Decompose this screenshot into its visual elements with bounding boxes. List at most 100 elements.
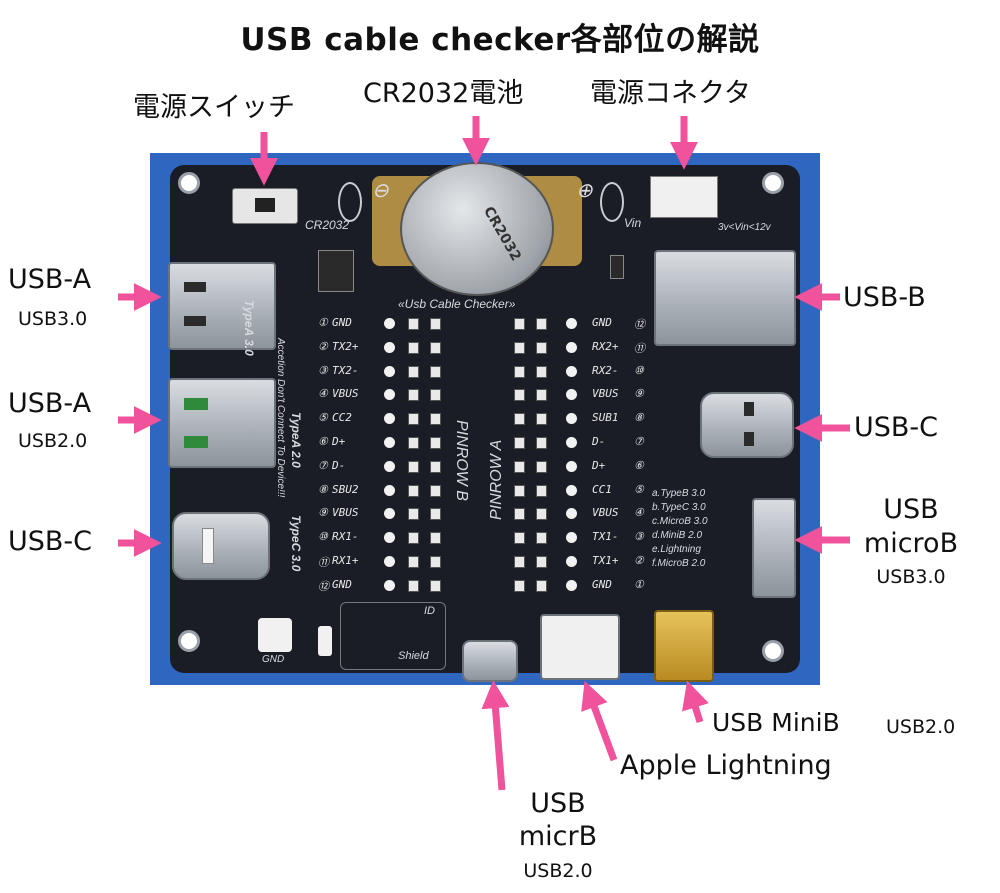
pin-row: ⑤ CC1 <box>508 483 658 499</box>
pin-label: SBU2 <box>332 482 359 496</box>
plus-mark: ⊕ <box>576 180 593 202</box>
pin-label: D- <box>332 458 346 472</box>
pin-resistor <box>430 508 441 521</box>
pin-led <box>566 413 577 425</box>
switch-knob <box>255 198 275 212</box>
power-switch <box>232 188 298 224</box>
pin-number: ⑥ <box>634 458 644 472</box>
pin-resistor <box>408 508 419 521</box>
pin-number: ⑥ <box>318 435 328 448</box>
pin-led <box>566 556 577 567</box>
pin-number: ⑩ <box>318 530 328 544</box>
port-pin <box>184 282 206 292</box>
label-usb-minib: USB MiniB <box>712 708 840 737</box>
pin-resistor <box>408 389 419 402</box>
pin-led <box>384 389 395 401</box>
pin-label: D+ <box>592 458 606 472</box>
pin-resistor <box>514 532 525 545</box>
pin-label: TX2- <box>332 363 359 377</box>
shield-silk: Shield <box>398 650 429 662</box>
pin-label: D- <box>592 435 606 448</box>
regulator-chip <box>318 250 354 292</box>
pin-resistor <box>514 389 525 402</box>
pin-resistor <box>430 532 441 545</box>
pin-led <box>384 365 395 377</box>
pin-label: VBUS <box>592 387 619 401</box>
pin-led <box>566 341 577 353</box>
legend-item: f.MicroB 2.0 <box>652 558 706 569</box>
pin-number: ⑨ <box>634 387 644 401</box>
legend-item: d.MiniB 2.0 <box>652 530 703 541</box>
pin-number: ③ <box>318 363 328 377</box>
id-silk: ID <box>424 605 435 617</box>
pin-row: ① GND <box>508 578 658 594</box>
pin-number: ⑩ <box>634 363 644 377</box>
pin-resistor <box>408 413 419 426</box>
pin-number: ⑤ <box>634 482 644 496</box>
label-usb-c-right: USB-C <box>854 412 939 443</box>
vin-range-silk: 3v<Vin<12v <box>718 222 771 233</box>
pin-resistor <box>514 579 525 592</box>
pin-resistor <box>408 437 419 449</box>
pin-number: ④ <box>318 387 328 401</box>
pin-label: SUB1 <box>592 411 619 425</box>
pin-resistor <box>408 460 419 473</box>
pin-resistor <box>514 318 525 330</box>
usb-micro2-port <box>462 640 518 682</box>
usb-c-left-port <box>172 512 270 580</box>
pin-number: ⑧ <box>318 482 328 496</box>
pin-label: D+ <box>332 435 346 448</box>
pin-led <box>566 365 577 377</box>
pin-resistor <box>430 484 441 497</box>
pin-resistor <box>536 460 547 473</box>
pin-resistor <box>408 484 419 497</box>
diode <box>610 255 624 279</box>
pin-resistor <box>408 318 419 330</box>
pin-label: RX2+ <box>592 339 619 353</box>
label-power-connector: 電源コネクタ <box>590 78 751 109</box>
pin-led <box>566 579 577 591</box>
pin-led <box>384 579 395 591</box>
pin-label: RX1- <box>332 530 359 544</box>
label-power-switch: 電源スイッチ <box>133 92 295 123</box>
pin-led <box>384 532 395 544</box>
pin-number: ① <box>634 577 644 591</box>
pin-number: ⑨ <box>318 506 328 520</box>
pin-led <box>566 484 577 496</box>
pin-row: ③ TX2- <box>318 364 458 380</box>
pin-label: GND <box>332 577 352 591</box>
legend-item: a.TypeB 3.0 <box>652 488 706 499</box>
pin-led <box>566 437 577 448</box>
usb-c-right-port <box>700 392 794 458</box>
pin-row: ⑨ VBUS <box>508 387 658 403</box>
label-usb-a-3-sub: USB3.0 <box>18 308 88 330</box>
arrow-lightning <box>581 680 618 762</box>
board-slot <box>338 182 362 222</box>
pin-resistor <box>430 556 441 568</box>
pin-led <box>566 532 577 544</box>
cr2032-silk: CR2032 <box>305 218 350 232</box>
pin-label: CC1 <box>592 482 612 496</box>
pin-label: TX2+ <box>332 339 359 353</box>
pin-number: ⑪ <box>318 556 329 569</box>
gnd-silk: GND <box>262 654 285 665</box>
minus-mark: ⊖ <box>372 180 389 202</box>
pin-number: ⑪ <box>634 341 645 355</box>
mount-hole <box>178 630 200 652</box>
pin-resistor <box>536 579 547 592</box>
usb-a-3-port <box>168 262 276 350</box>
pin-resistor <box>408 556 419 568</box>
label-usb-microb-1: USB <box>883 494 939 525</box>
pin-label: GND <box>592 577 612 591</box>
vin-silk: Vin <box>624 216 642 230</box>
pin-led <box>384 318 395 329</box>
arrow-usb-minib <box>682 680 709 724</box>
pin-led <box>566 460 577 472</box>
mount-hole <box>762 172 784 194</box>
pin-number: ③ <box>634 530 644 544</box>
pin-led <box>384 460 395 472</box>
